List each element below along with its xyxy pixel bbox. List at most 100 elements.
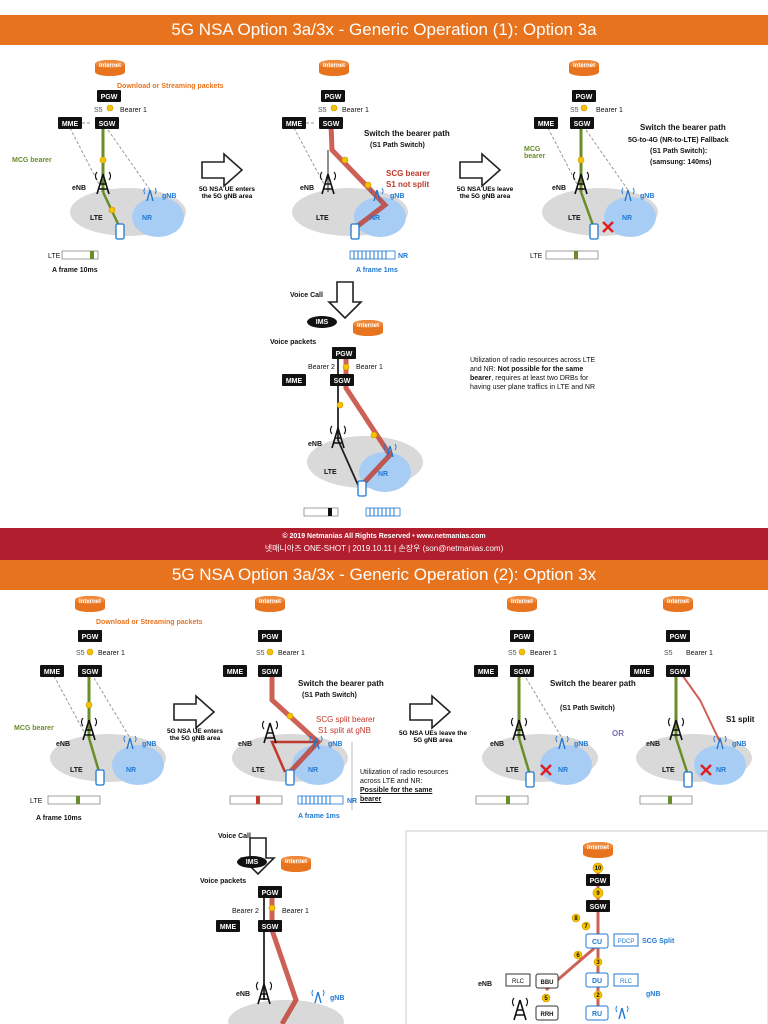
nr-label: NR xyxy=(370,215,380,222)
gnb-label: gNB xyxy=(330,995,344,1002)
sgw-label: SGW xyxy=(262,669,279,676)
sgw-label: SGW xyxy=(82,669,99,676)
or-label: OR xyxy=(612,729,624,738)
switch-bearer-title: Switch the bearer path xyxy=(550,679,636,688)
nr-frame-label: NR xyxy=(347,798,357,805)
nr-label: NR xyxy=(378,471,388,478)
enb-label: eNB xyxy=(478,981,492,988)
nr-label: NR xyxy=(142,215,152,222)
voice-call-label: Voice Call xyxy=(218,833,251,840)
pgw-label: PGW xyxy=(576,94,593,101)
pgw-label: PGW xyxy=(262,634,279,641)
switch-bearer-sub: (S1 Path Switch) xyxy=(370,142,425,149)
pgw-label: PGW xyxy=(262,890,279,897)
lte-label: LTE xyxy=(506,767,519,774)
bearer1-label: Bearer 1 xyxy=(356,364,383,371)
lte-label: LTE xyxy=(70,767,83,774)
s1-not-split-label: S1 not split xyxy=(386,180,429,189)
pgw-label: PGW xyxy=(670,634,687,641)
gnb-label: gNB xyxy=(640,193,654,200)
gnb-label: gNB xyxy=(162,193,176,200)
transition-arrow-1 xyxy=(201,153,243,187)
mme-label: MME xyxy=(227,669,244,676)
internet-label: Internet xyxy=(285,859,307,865)
pgw-label: PGW xyxy=(325,94,342,101)
download-label: Download or Streaming packets xyxy=(96,619,203,626)
ue-phone-icon xyxy=(589,223,599,240)
lte-label: LTE xyxy=(662,767,675,774)
leave-gnb-text: 5G NSA UEs leave the 5G gNB area xyxy=(456,186,514,200)
sgw-label: SGW xyxy=(334,378,351,385)
ue-phone-icon xyxy=(357,480,367,497)
enb-label: eNB xyxy=(56,741,70,748)
mme-label: MME xyxy=(478,669,495,676)
sgw-label: SGW xyxy=(323,121,340,128)
enter-gnb-text: 5G NSA UE enters the 5G gNB area xyxy=(198,186,256,200)
scg-split-bearer-label: SCG split bearer xyxy=(316,715,375,724)
utilization-note-1: Utilization of radio resources across LT… xyxy=(470,357,596,391)
s5-label: S5 xyxy=(664,650,673,657)
bearer2-label: Bearer 2 xyxy=(232,908,259,915)
voice-call-arrow xyxy=(328,281,362,319)
mme-label: MME xyxy=(286,378,303,385)
fallback-line1: 5G-to-4G (NR-to-LTE) Fallback xyxy=(628,137,729,144)
enb-label: eNB xyxy=(300,185,314,192)
internet-label: Internet xyxy=(511,599,533,605)
rrh-label: RRH xyxy=(541,1012,554,1018)
enter-gnb-text: 5G NSA UE enters the 5G gNB area xyxy=(166,728,224,742)
step-5: 5 xyxy=(544,996,548,1002)
step-6: 6 xyxy=(576,953,580,959)
s5-label: S5 xyxy=(570,107,579,114)
split-architecture-inset xyxy=(405,830,768,1024)
step-10: 10 xyxy=(595,866,602,872)
s5-label: S5 xyxy=(76,650,85,657)
nr-frame-label: NR xyxy=(398,253,408,260)
step-8: 8 xyxy=(574,916,578,922)
fallback-line3: (samsung: 140ms) xyxy=(650,159,711,166)
sgw-label: SGW xyxy=(514,669,531,676)
mme-label: MME xyxy=(62,121,79,128)
lte-label: LTE xyxy=(252,767,265,774)
gnb-label: gNB xyxy=(732,741,746,748)
lte-label: LTE xyxy=(324,469,337,476)
s2-panel-fallback-b xyxy=(630,596,752,805)
bearer2-label: Bearer 2 xyxy=(308,364,335,371)
frame-1ms-label: A frame 1ms xyxy=(298,813,340,820)
bearer1-label: Bearer 1 xyxy=(278,650,305,657)
enb-label: eNB xyxy=(236,991,250,998)
nr-label: NR xyxy=(716,767,726,774)
gnb-label: gNB xyxy=(328,741,342,748)
ue-phone-icon xyxy=(683,771,693,788)
rlc-label: RLC xyxy=(620,979,633,985)
mcg-bearer-label: MCG bearer xyxy=(524,146,546,160)
enb-label: eNB xyxy=(490,741,504,748)
enb-label: eNB xyxy=(646,741,660,748)
cu-label: CU xyxy=(592,939,602,946)
leave-gnb-text: 5G NSA UEs leave the 5G gNB area xyxy=(398,730,468,744)
voice-call-label: Voice Call xyxy=(290,292,323,299)
enb-rlc-label: RLC xyxy=(512,979,525,985)
s1-panel-fallback xyxy=(534,60,658,260)
step-3: 3 xyxy=(596,960,600,966)
ue-phone-icon xyxy=(350,223,360,240)
internet-label: Internet xyxy=(587,845,609,851)
s1-panel-scg xyxy=(282,60,408,260)
s2-panel-split xyxy=(223,596,353,810)
bearer1-label: Bearer 1 xyxy=(686,650,713,657)
gnb-icon xyxy=(311,989,325,1004)
switch-bearer-sub: (S1 Path Switch) xyxy=(302,692,357,699)
enb-label: eNB xyxy=(552,185,566,192)
internet-label: Internet xyxy=(667,599,689,605)
internet-label: Internet xyxy=(323,63,345,69)
bearer1-label: Bearer 1 xyxy=(342,107,369,114)
sgw-label: SGW xyxy=(670,669,687,676)
pdcp-label: PDCP xyxy=(618,939,635,945)
s1-split-gnb-label: S1 split at gNB xyxy=(318,726,371,735)
nr-label: NR xyxy=(622,215,632,222)
bearer1-label: Bearer 1 xyxy=(120,107,147,114)
transition-arrow-2 xyxy=(459,153,501,187)
footer: © 2019 Netmanias All Rights Reserved • w… xyxy=(0,528,768,560)
pgw-label: PGW xyxy=(101,94,118,101)
bearer1-label: Bearer 1 xyxy=(596,107,623,114)
